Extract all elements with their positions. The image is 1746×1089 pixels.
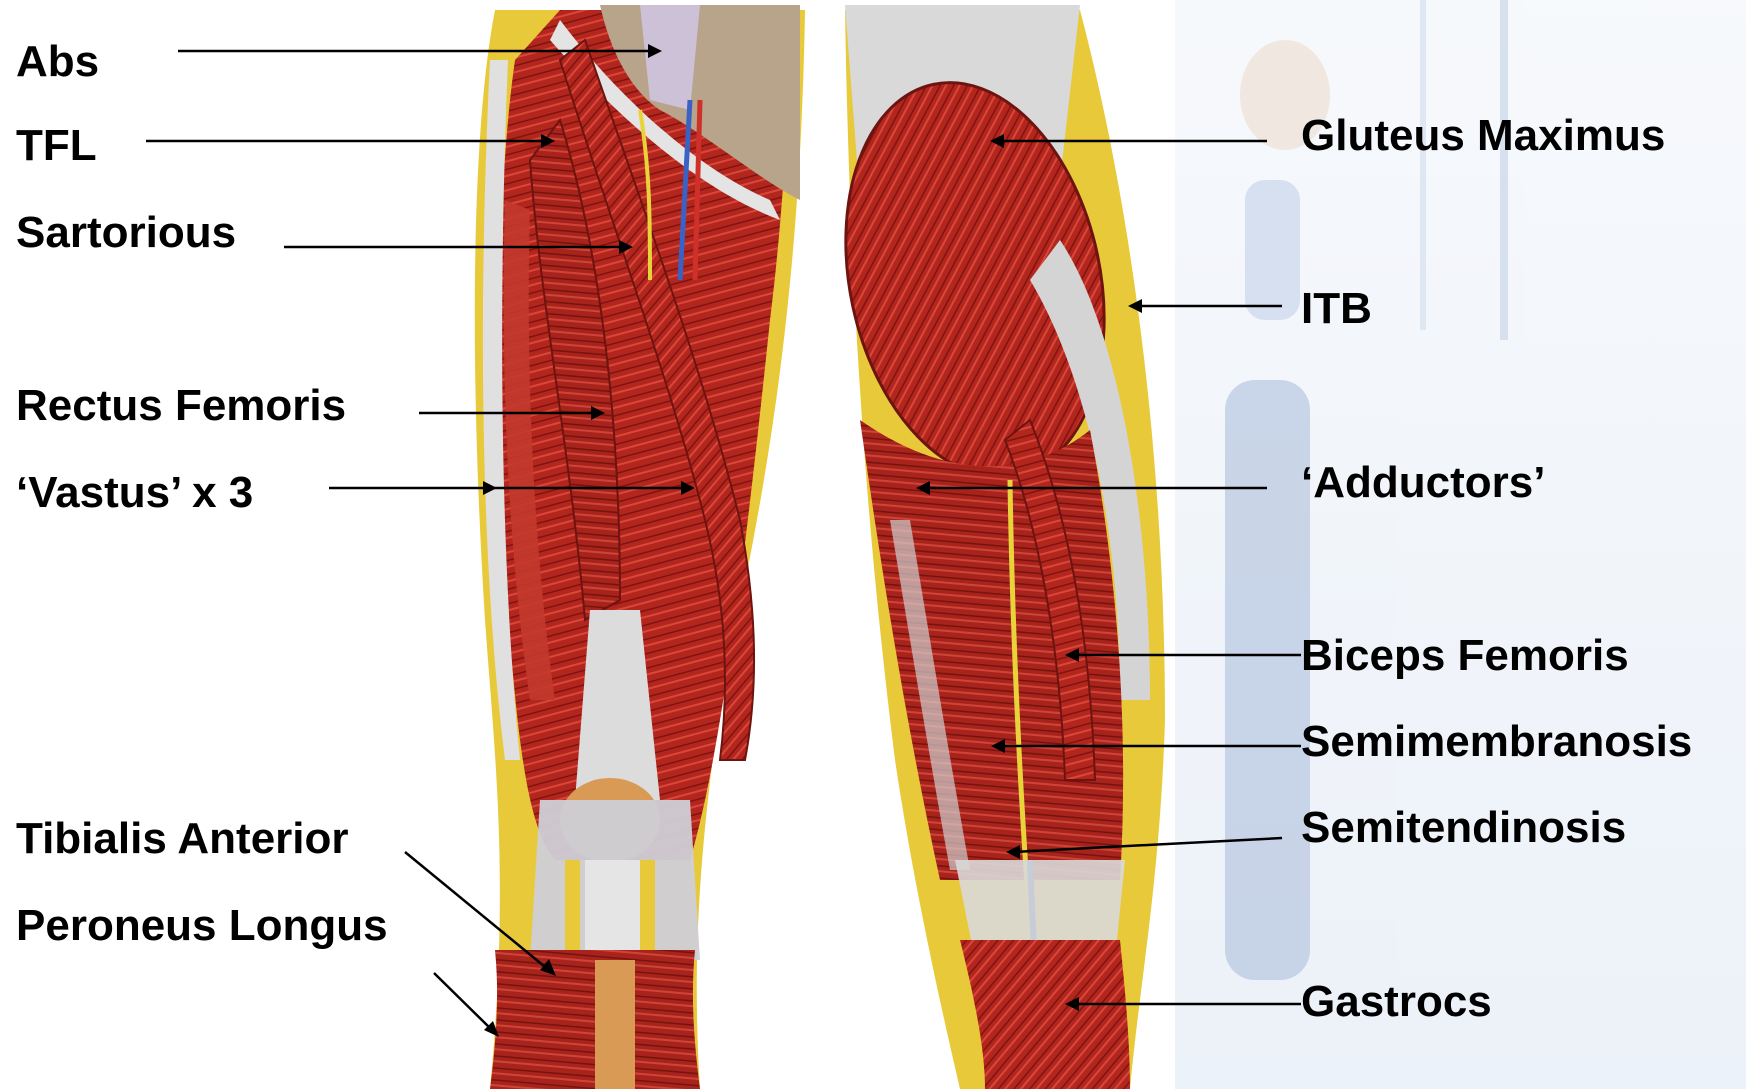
label-semimembranosis: Semimembranosis <box>1301 720 1692 764</box>
label-abs: Abs <box>16 40 99 84</box>
label-vastus: ‘Vastus’ x 3 <box>16 471 253 515</box>
label-itb: ITB <box>1301 287 1372 331</box>
label-sartorious: Sartorious <box>16 211 236 255</box>
label-semitendinosis: Semitendinosis <box>1301 806 1626 850</box>
front-leg <box>475 5 805 1089</box>
back-leg <box>811 5 1165 1089</box>
label-rectus-femoris: Rectus Femoris <box>16 384 346 428</box>
label-tfl: TFL <box>16 124 97 168</box>
label-gastrocs: Gastrocs <box>1301 980 1492 1024</box>
background-photo <box>1175 0 1746 1089</box>
label-adductors: ‘Adductors’ <box>1301 461 1545 505</box>
label-tibialis-anterior: Tibialis Anterior <box>16 817 349 861</box>
leader-peroneus-longus <box>434 973 493 1031</box>
label-biceps-femoris: Biceps Femoris <box>1301 634 1629 678</box>
label-peroneus-longus: Peroneus Longus <box>16 904 388 948</box>
label-gluteus-maximus: Gluteus Maximus <box>1301 114 1665 158</box>
